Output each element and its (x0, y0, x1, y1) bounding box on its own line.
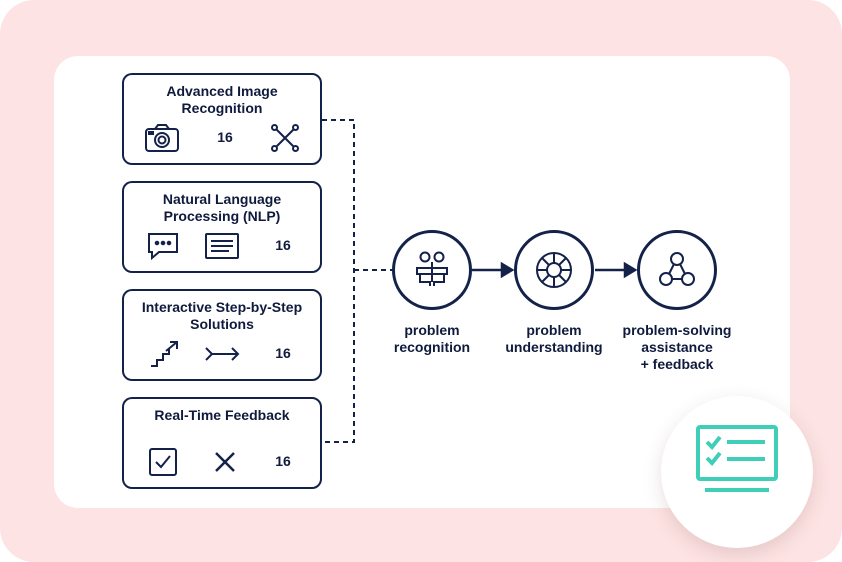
dashed-bracket (322, 119, 355, 443)
card-count: 16 (217, 129, 233, 145)
chat-bubble-icon (146, 231, 180, 266)
card-realtime-feedback: Real-Time Feedback 16 (122, 397, 322, 489)
card-image-recognition: Advanced Image Recognition 16 (122, 73, 322, 165)
card-nlp: Natural Language Processing (NLP) 16 (122, 181, 322, 273)
text-document-icon (204, 231, 240, 266)
card-count: 16 (275, 453, 291, 469)
checklist-badge (661, 396, 813, 548)
camera-icon (144, 123, 180, 158)
card-title: Natural Language Processing (NLP) (162, 191, 282, 224)
node-problem-understanding (514, 230, 594, 310)
network-nodes-icon (270, 123, 300, 158)
card-title: Real-Time Feedback (154, 407, 290, 423)
arrowhead-2 (623, 261, 638, 279)
card-count: 16 (275, 345, 291, 361)
card-title: Advanced Image Recognition (166, 83, 278, 116)
node-problem-solving-assistance (637, 230, 717, 310)
stairs-arrow-icon (148, 339, 180, 374)
checkbox-checked-icon (148, 447, 178, 482)
forward-arrow-icon (204, 339, 242, 374)
card-step-by-step: Interactive Step-by-Step Solutions 16 (122, 289, 322, 381)
cross-icon (210, 447, 240, 482)
node-problem-recognition (392, 230, 472, 310)
card-count: 16 (275, 237, 291, 253)
arrowhead-1 (500, 261, 515, 279)
card-title: Interactive Step-by-Step Solutions (141, 299, 303, 332)
